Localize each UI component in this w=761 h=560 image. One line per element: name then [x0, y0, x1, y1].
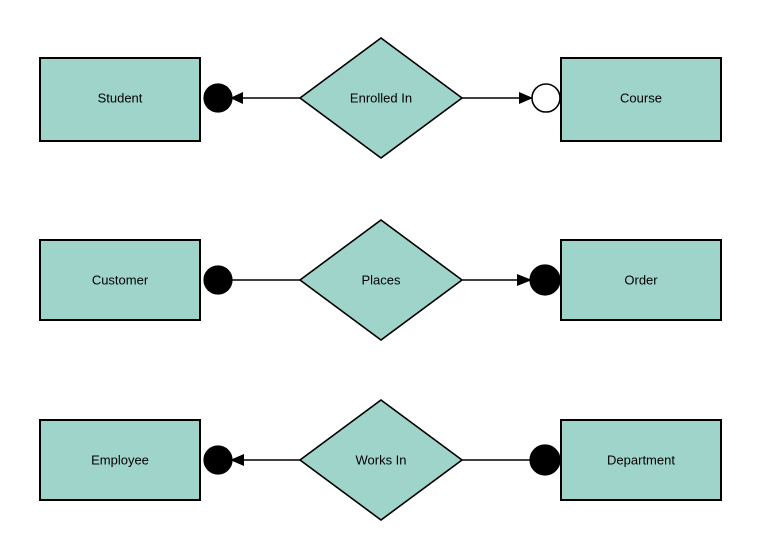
- relationship-diamond-places[interactable]: [298, 219, 464, 341]
- relationship-diamond-enrolled-in[interactable]: [298, 37, 464, 159]
- entity-label-employee: Employee: [91, 452, 149, 467]
- arrow-head-toward-employee: [230, 454, 244, 466]
- arrow-head-toward-order: [517, 274, 532, 286]
- cardinality-marker-filled-order: [529, 264, 561, 296]
- entity-label-department: Department: [607, 452, 675, 467]
- relationship-label-enrolled-in: Enrolled In: [350, 90, 412, 105]
- entity-label-student: Student: [98, 90, 143, 105]
- entity-box-department[interactable]: [560, 419, 722, 501]
- relationship-group-row-2: Customer Places Order: [39, 219, 722, 341]
- cardinality-marker-filled-department: [529, 444, 561, 476]
- relationship-label-works-in: Works In: [355, 452, 406, 467]
- entity-box-student[interactable]: [39, 57, 201, 142]
- cardinality-marker-filled-customer: [203, 265, 233, 295]
- cardinality-marker-filled-student: [203, 83, 233, 113]
- entity-label-order: Order: [624, 272, 658, 287]
- arrow-head-toward-course: [519, 92, 533, 104]
- cardinality-marker-filled-employee: [203, 445, 233, 475]
- entity-box-employee[interactable]: [39, 419, 201, 501]
- relationship-group-row-3: Employee Works In Department: [39, 399, 722, 521]
- relationship-group-row-1: Student Enrolled In Course: [39, 37, 722, 159]
- entity-label-course: Course: [620, 90, 662, 105]
- entity-label-customer: Customer: [92, 272, 149, 287]
- arrow-head-toward-student: [230, 92, 243, 104]
- entity-box-order[interactable]: [560, 239, 722, 321]
- entity-box-course[interactable]: [560, 57, 722, 142]
- relationship-label-places: Places: [361, 272, 401, 287]
- cardinality-marker-hollow-course: [531, 83, 561, 113]
- entity-box-customer[interactable]: [39, 239, 201, 321]
- relationship-diamond-works-in[interactable]: [298, 399, 464, 521]
